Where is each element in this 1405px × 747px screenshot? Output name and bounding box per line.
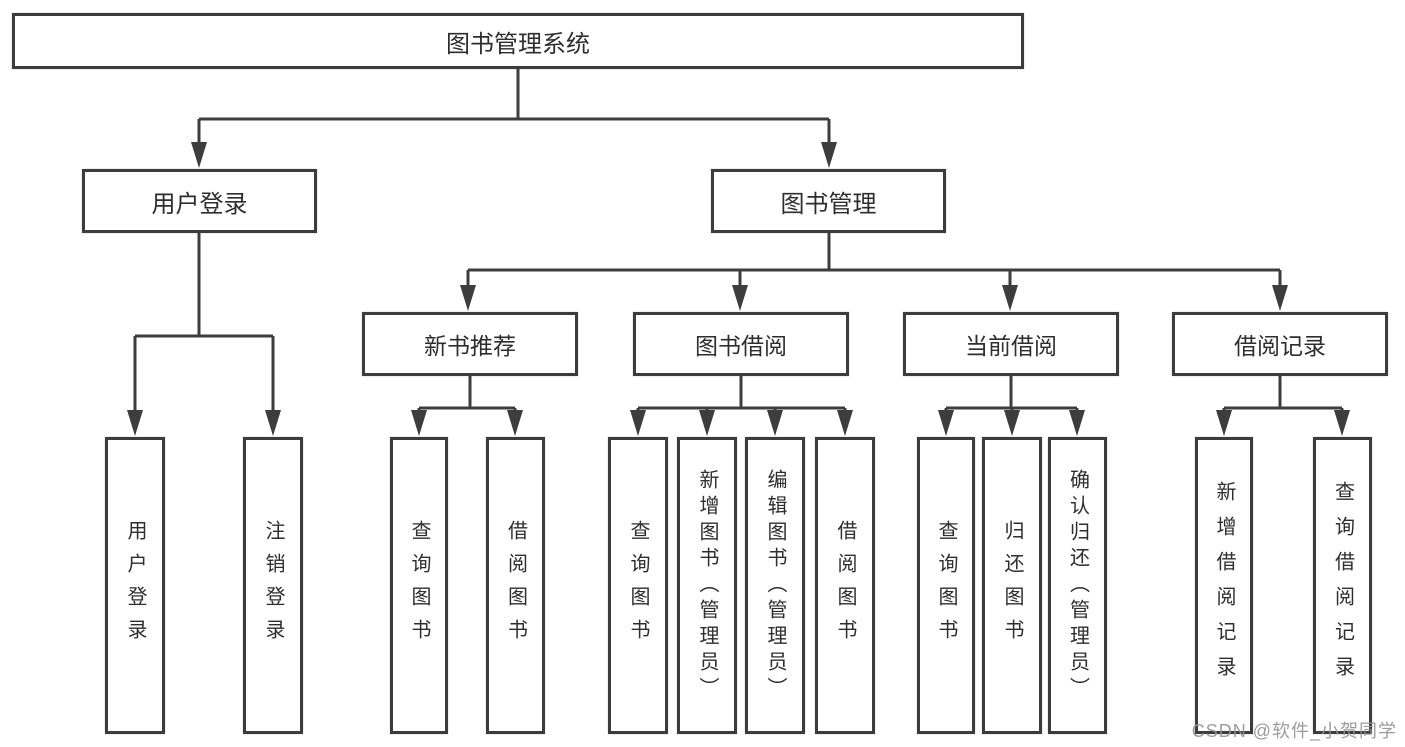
csdn-watermark: CSDN @软件_小贺同学	[1191, 721, 1397, 741]
connector-borrow-records	[1216, 376, 1350, 436]
node-recommend-borrow-books: 借阅图书	[486, 437, 545, 734]
node-query-borrow-record: 查询借阅记录	[1313, 437, 1372, 734]
node-return-books: 归还图书	[982, 437, 1042, 734]
connector-user-login	[127, 233, 281, 436]
node-logout: 注销登录	[243, 437, 303, 734]
node-user-login: 用户登录	[105, 437, 165, 734]
node-new-book-recommend: 新书推荐	[362, 312, 578, 376]
node-current-query-books: 查询图书	[917, 437, 975, 734]
node-book-management: 图书管理	[711, 169, 946, 233]
connector-root	[191, 69, 837, 168]
node-edit-books-admin: 编辑图书（管理员）	[745, 437, 805, 734]
node-recommend-query-books: 查询图书	[390, 437, 448, 734]
node-user-login-group: 用户登录	[82, 169, 317, 233]
node-borrow-books: 借阅图书	[815, 437, 875, 734]
node-current-borrow: 当前借阅	[903, 312, 1119, 376]
connector-current-borrow	[938, 376, 1085, 436]
node-library-management-system: 图书管理系统	[12, 13, 1024, 69]
connector-book-management	[460, 233, 1288, 311]
node-confirm-return-admin: 确认归还（管理员）	[1048, 437, 1107, 734]
node-borrow-records: 借阅记录	[1172, 312, 1388, 376]
connector-book-borrow	[630, 376, 853, 436]
node-borrow-query-books: 查询图书	[608, 437, 668, 734]
node-add-borrow-record: 新增借阅记录	[1195, 437, 1253, 734]
node-book-borrow: 图书借阅	[633, 312, 849, 376]
connector-new-book-recommend	[411, 376, 523, 436]
node-add-books-admin: 新增图书（管理员）	[677, 437, 737, 734]
